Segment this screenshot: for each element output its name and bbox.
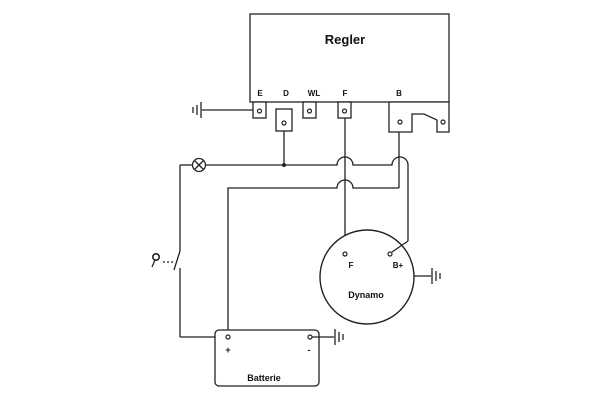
lamp-icon (191, 157, 207, 173)
battery-label: Batterie (247, 373, 281, 383)
wire-b-to-battery (227, 179, 399, 337)
wire-dynamo-b-lead (391, 240, 409, 253)
terminal-b (388, 101, 450, 133)
terminal-label-b: B (396, 89, 402, 98)
ground-icon (431, 268, 441, 284)
terminal-d (275, 108, 293, 132)
terminal-label-e: E (257, 89, 263, 98)
key-icon (151, 253, 161, 268)
regulator-box (249, 13, 450, 103)
dynamo-label: Dynamo (348, 290, 384, 300)
battery-terminal-plus (225, 334, 231, 340)
battery-box (214, 329, 320, 387)
terminal-label-d: D (283, 89, 289, 98)
terminal-e (252, 101, 267, 119)
battery-label-minus: - (308, 345, 311, 355)
terminal-label-f: F (343, 89, 348, 98)
regulator-title: Regler (325, 32, 365, 47)
dynamo-terminal-f (342, 251, 348, 257)
dynamo-terminal-b (387, 251, 393, 257)
terminal-label-wl: WL (308, 89, 321, 98)
ground-icon (334, 329, 344, 345)
dynamo-label-b: B+ (393, 261, 404, 270)
terminal-wl (302, 101, 317, 119)
terminal-f (337, 101, 352, 119)
ignition-switch-icon (173, 250, 181, 271)
dynamo-circle (319, 229, 415, 325)
ground-icon (192, 102, 202, 118)
wire-lamp-to-dynamo-b (206, 156, 409, 241)
dynamo-label-f: F (349, 261, 354, 270)
battery-label-plus: + (225, 345, 230, 355)
